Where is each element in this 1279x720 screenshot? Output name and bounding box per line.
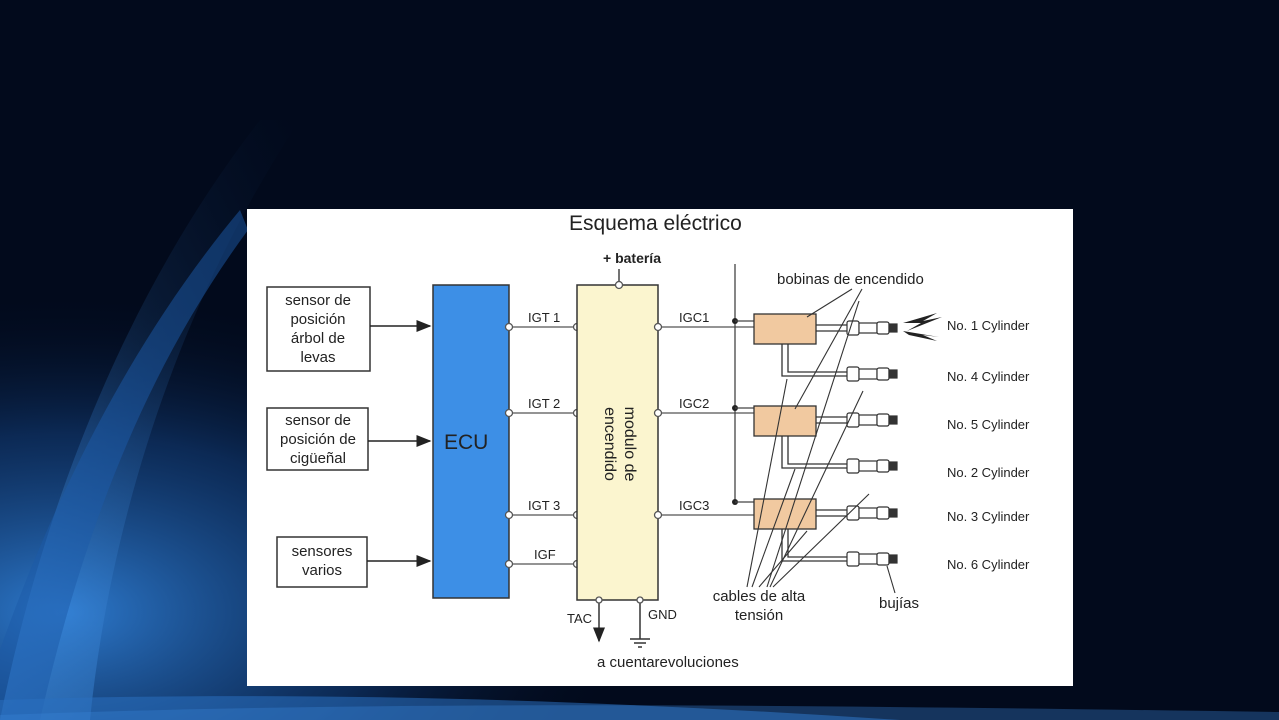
gnd-label: GND bbox=[648, 607, 677, 622]
camshaft-sensor-line: sensor de bbox=[285, 292, 351, 309]
plugs-leader-line bbox=[886, 565, 896, 594]
cables-leader-lines bbox=[746, 300, 870, 588]
input-crankshaft-sensor: sensor de posición de cigüeñal bbox=[266, 407, 369, 471]
ignition-coil-2 bbox=[753, 405, 817, 437]
cylinder-label: No. 2 Cylinder bbox=[947, 465, 1030, 480]
high-voltage-cables bbox=[781, 324, 847, 562]
ecu-label: ECU bbox=[444, 431, 488, 454]
ignition-coil-3 bbox=[753, 498, 817, 530]
module-label-line: encendido bbox=[601, 407, 618, 481]
igc1-label: IGC1 bbox=[679, 310, 709, 325]
camshaft-sensor-line: levas bbox=[300, 349, 335, 366]
cables-label-line: tensión bbox=[735, 607, 783, 624]
crankshaft-sensor-line: sensor de bbox=[285, 412, 351, 429]
cylinder-label: No. 4 Cylinder bbox=[947, 369, 1030, 384]
spark-bolt-icon bbox=[903, 313, 942, 341]
misc-sensors-line: varios bbox=[302, 562, 342, 579]
ignition-coil-1 bbox=[753, 313, 817, 345]
module-coil-wires bbox=[653, 322, 755, 520]
spark-plugs bbox=[846, 320, 898, 567]
battery-label: + batería bbox=[603, 250, 661, 266]
crankshaft-sensor-line: posición de bbox=[280, 431, 356, 448]
tac-label: TAC bbox=[567, 611, 592, 626]
input-misc-sensors: sensores varios bbox=[276, 536, 368, 588]
ecu-module-wires bbox=[504, 322, 582, 569]
coils-label: bobinas de encendido bbox=[777, 271, 924, 288]
igt1-label: IGT 1 bbox=[528, 310, 560, 325]
ignition-schematic: Esquema eléctrico + batería sensor de po… bbox=[266, 212, 1030, 671]
camshaft-sensor-line: árbol de bbox=[291, 330, 345, 347]
tac-target-label: a cuentarevoluciones bbox=[597, 654, 739, 671]
ground-symbol bbox=[630, 600, 650, 648]
plugs-label: bujías bbox=[879, 595, 919, 612]
input-camshaft-sensor: sensor de posición árbol de levas bbox=[266, 286, 371, 372]
cylinder-label: No. 3 Cylinder bbox=[947, 509, 1030, 524]
cylinder-label: No. 5 Cylinder bbox=[947, 417, 1030, 432]
cables-label-line: cables de alta bbox=[713, 588, 806, 605]
igc3-label: IGC3 bbox=[679, 498, 709, 513]
igt3-label: IGT 3 bbox=[528, 498, 560, 513]
ignition-module-block: modulo de encendido bbox=[576, 280, 659, 601]
ecu-block: ECU bbox=[432, 284, 510, 599]
module-label-line: modulo de bbox=[621, 407, 638, 482]
camshaft-sensor-line: posición bbox=[290, 311, 345, 328]
cylinder-label: No. 1 Cylinder bbox=[947, 318, 1030, 333]
coils-leader-lines bbox=[794, 288, 863, 410]
crankshaft-sensor-line: cigüeñal bbox=[290, 450, 346, 467]
igf-label: IGF bbox=[534, 547, 556, 562]
igc2-label: IGC2 bbox=[679, 396, 709, 411]
misc-sensors-line: sensores bbox=[292, 543, 353, 560]
cylinder-label: No. 6 Cylinder bbox=[947, 557, 1030, 572]
diagram-title: Esquema eléctrico bbox=[569, 212, 742, 235]
ignition-diagram-panel: Esquema eléctrico + batería sensor de po… bbox=[247, 209, 1073, 686]
igt2-label: IGT 2 bbox=[528, 396, 560, 411]
